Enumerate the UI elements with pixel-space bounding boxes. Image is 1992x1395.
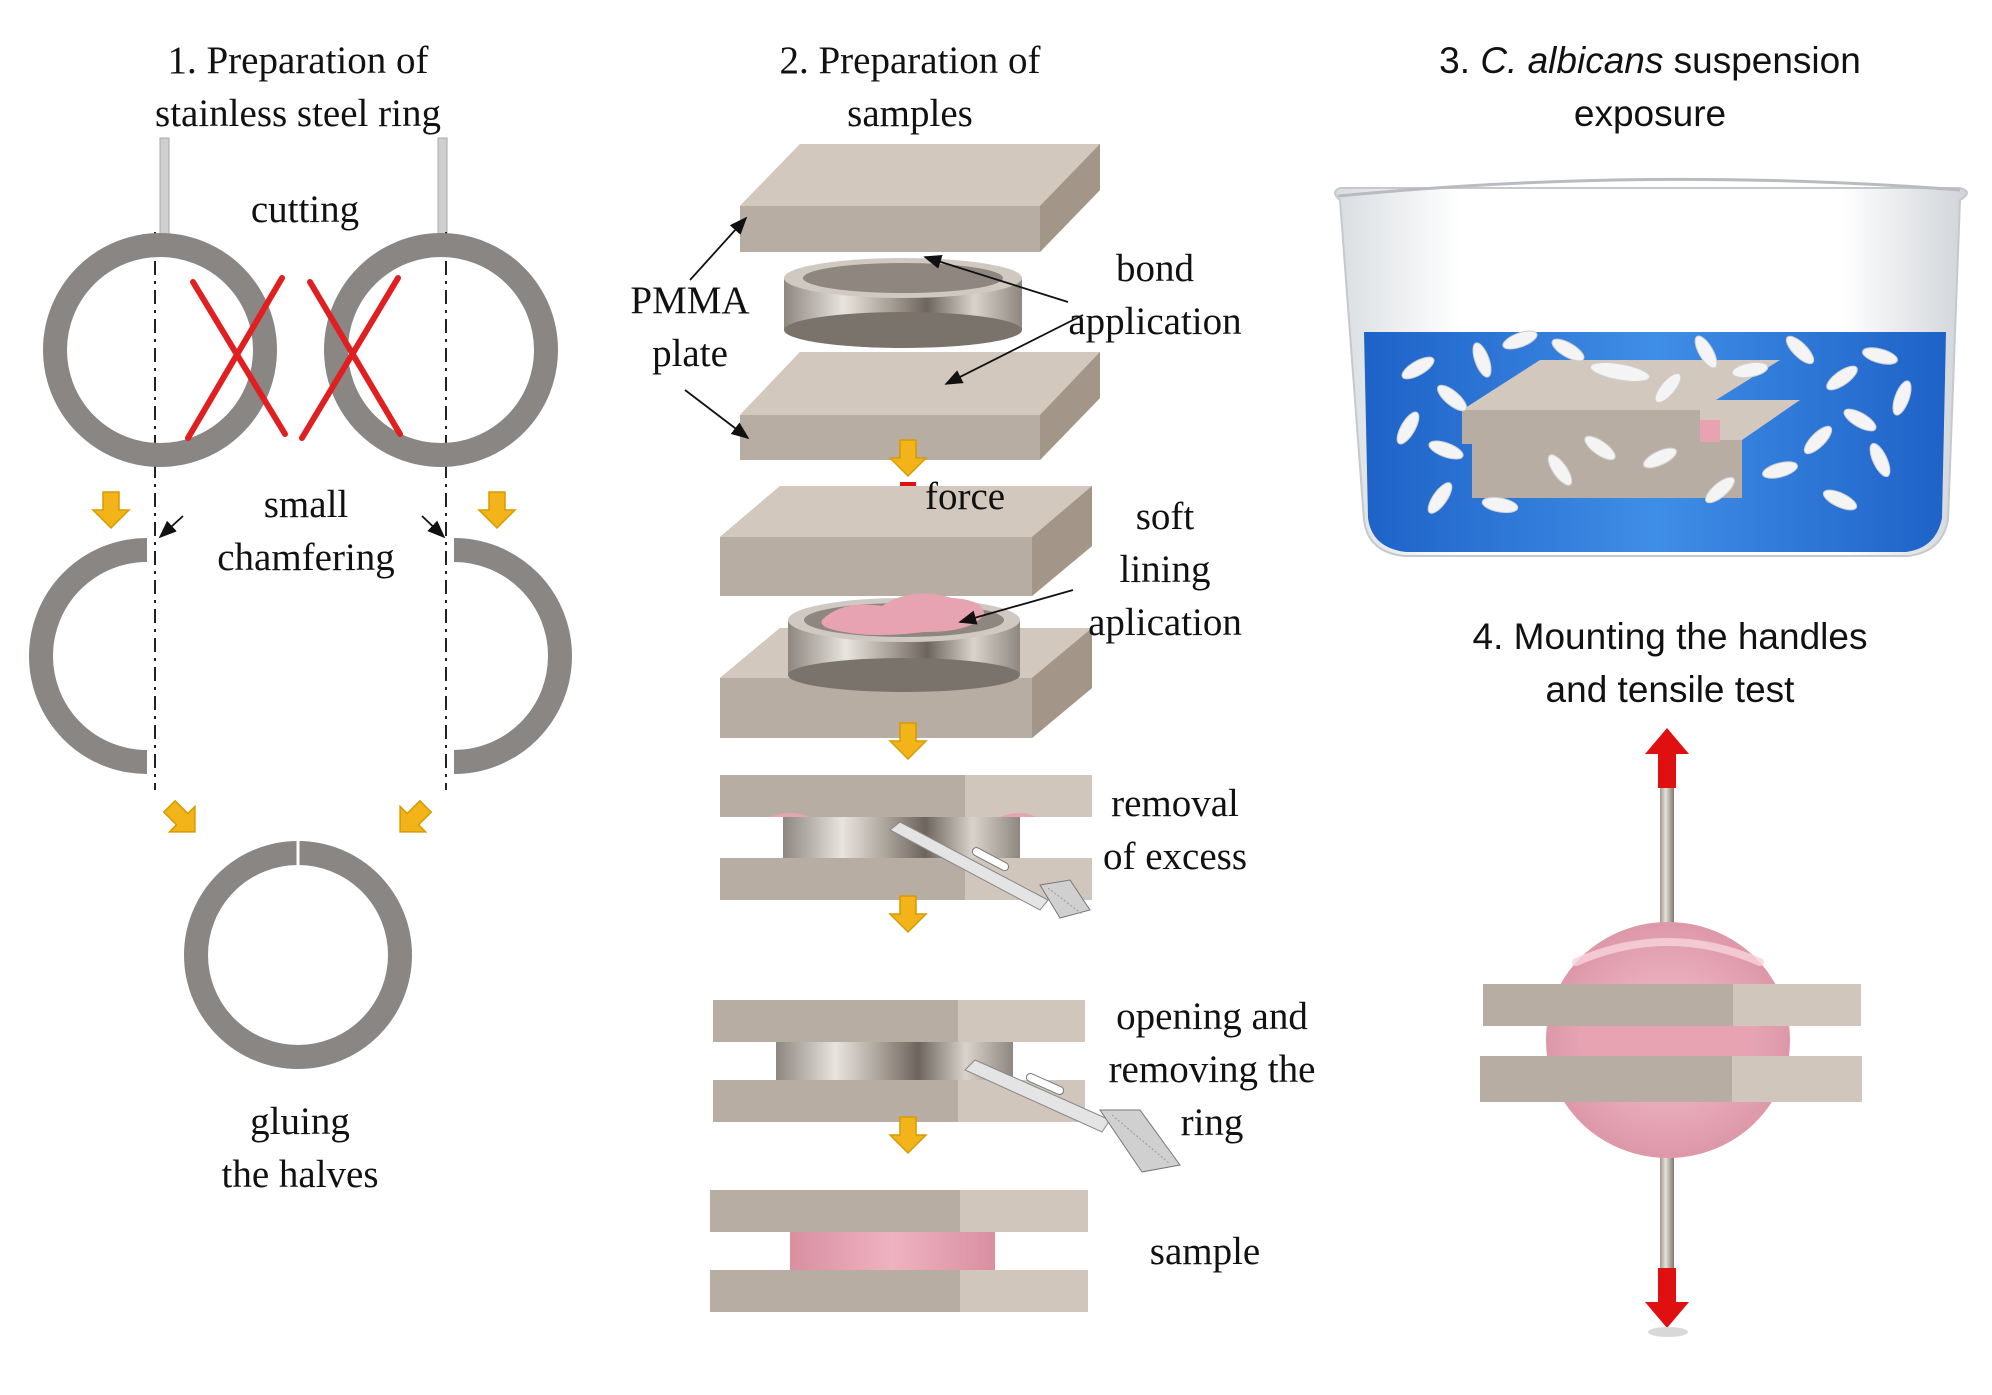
panel4-artwork [1480,728,1862,1337]
pmma-plate-bottom [740,352,1100,460]
tensile-plate-top [1483,984,1861,1026]
cutting-blade-left [159,137,170,244]
submerged-sample [1462,360,1800,498]
panel2-artwork [684,144,1181,1312]
label-soft-lining: soft lining aplication [1070,490,1260,649]
cutting-blade-right [437,137,448,244]
scalpel-opening [964,1059,1181,1173]
tensile-arrow-up [1645,728,1689,788]
flow-arrow-down-left [91,491,131,530]
panel4-title-line1: 4. Mounting the handles [1472,616,1868,657]
label-pmma-line2: plate [652,332,728,375]
label-gluing-line2: the halves [221,1153,379,1196]
panel1-title: 1. Preparation of stainless steel ring [118,34,478,140]
panel3-artwork [1334,177,1968,557]
panel1-title-line1: 1. Preparation of [167,39,429,82]
soft-lining-material [821,593,984,635]
label-sample: sample [1149,1230,1261,1273]
tensile-plate-bottom [1480,1056,1862,1102]
panel4-title-line2: and tensile test [1545,669,1795,710]
flow-arrow-down-right [477,491,517,530]
flow-arrow-2a [888,439,928,478]
label-cutting: cutting [250,188,360,231]
panel2-title-line2: samples [847,92,973,135]
half-ring-right [453,538,572,774]
ring-left [43,233,277,467]
discard-cross-right [299,275,403,441]
label-pmma-line1: PMMA [630,279,750,322]
steel-ring-bond [784,258,1022,348]
glued-ring [184,841,412,1069]
ring-right [324,233,558,467]
label-gluing-line1: gluing [250,1100,350,1143]
label-removal-line2: of excess [1102,835,1248,878]
pmma-plate-top [740,144,1100,252]
label-opening-line1: opening and [1116,995,1308,1038]
label-bond-application: bond application [1050,242,1260,348]
panel3-title-line1: 3. C. albicans suspension [1380,34,1920,87]
discard-cross-left [185,275,288,441]
scalpel-removal [889,821,1091,919]
panel3-title-suffix: suspension [1663,40,1861,81]
panel3-title-prefix: 3. [1439,40,1481,81]
label-lining-line3: aplication [1088,601,1242,644]
label-bond-line2: application [1068,300,1242,343]
panel3-title-species: C. albicans [1480,40,1664,81]
label-force: force [925,475,1006,518]
label-bond-line1: bond [1116,247,1194,290]
flow-arrow-2c [888,895,928,934]
label-opening: opening and removing the ring [1082,990,1342,1149]
half-ring-left [29,538,148,774]
flow-arrow-diag-left [162,799,196,833]
flow-arrow-2d [888,1116,928,1155]
label-removal: removal of excess [1080,777,1270,883]
label-chamfering-line1: small [263,483,349,526]
panel3-title: 3. C. albicans suspension exposure [1380,34,1920,140]
label-gluing: gluing the halves [190,1095,410,1201]
panel1-title-line2: stainless steel ring [155,92,441,135]
pmma-plate-lining-top [720,486,1092,596]
label-lining-line2: lining [1119,548,1211,591]
tensile-arrow-down [1645,1268,1689,1328]
final-sample [710,1190,1088,1312]
label-opening-line2: removing the [1108,1048,1316,1091]
candida-cells [1396,330,1912,514]
label-chamfering: small chamfering [196,478,416,584]
flow-arrow-2b [888,722,928,761]
label-chamfering-line2: chamfering [217,536,395,579]
panel2-title-line1: 2. Preparation of [779,39,1041,82]
label-pmma-plate: PMMA plate [600,274,780,380]
panel1-artwork [29,137,572,1069]
assembly-opening [713,1000,1085,1122]
label-removal-line1: removal [1111,782,1239,825]
panel2-title: 2. Preparation of samples [740,34,1080,140]
steel-ring-lining [788,593,1020,692]
label-opening-line3: ring [1180,1101,1244,1144]
flow-arrow-diag-right [399,799,433,833]
panel4-title: 4. Mounting the handles and tensile test [1420,610,1920,716]
label-lining-line1: soft [1135,495,1195,538]
panel3-title-line2: exposure [1573,93,1727,134]
